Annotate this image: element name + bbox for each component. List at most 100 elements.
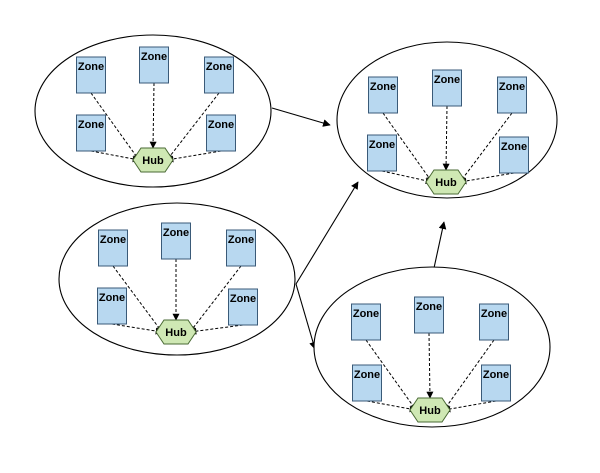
zone-node: Zone [97, 287, 127, 325]
zone-node: Zone [367, 134, 397, 172]
zone-box [76, 114, 106, 152]
cluster-connection-arrow [271, 107, 331, 127]
zone-label: Zone [78, 119, 104, 131]
hub-hexagon [155, 319, 197, 345]
hub-label: Hub [435, 177, 457, 189]
hub-label: Hub [419, 405, 441, 417]
zone-to-hub-arrow [443, 339, 495, 411]
zone-box [351, 303, 381, 341]
zone-label: Zone [100, 234, 126, 246]
zone-node: Zone [76, 56, 106, 94]
zone-node: Zone [161, 222, 191, 260]
zone-node: Zone [98, 229, 128, 267]
zone-label: Zone [416, 301, 442, 313]
zone-node: Zone [414, 296, 444, 334]
zone-box [414, 296, 444, 334]
zone-to-hub-arrow [443, 400, 497, 413]
zone-box [76, 56, 106, 94]
zone-label: Zone [228, 234, 254, 246]
zone-to-hub-arrow [426, 332, 434, 399]
zone-box [499, 136, 529, 174]
zone-box [432, 69, 462, 107]
zone-label: Zone [141, 51, 167, 63]
hub-hexagon [425, 169, 467, 195]
zone-label: Zone [78, 61, 104, 73]
zone-label: Zone [483, 369, 509, 381]
zone-label: Zone [369, 139, 395, 151]
zone-box [206, 114, 236, 152]
zone-node: Zone [206, 114, 236, 152]
cluster-connection-arrow [295, 283, 317, 350]
zone-node: Zone [368, 76, 398, 114]
zone-to-hub-arrow [189, 324, 244, 335]
zone-box [481, 364, 511, 402]
zone-box [98, 229, 128, 267]
hub-node: Hub [155, 319, 197, 345]
zone-label: Zone [208, 119, 234, 131]
zone-to-hub-arrow [166, 92, 220, 161]
zone-label: Zone [206, 61, 232, 73]
zone-box [228, 288, 258, 326]
hub-hexagon [409, 397, 451, 423]
zone-label: Zone [354, 369, 380, 381]
zone-to-hub-arrow [382, 112, 433, 183]
zone-to-hub-arrow [365, 339, 417, 411]
zone-box [161, 222, 191, 260]
zone-box [139, 46, 169, 84]
zone-label: Zone [501, 141, 527, 153]
hub-label: Hub [142, 155, 164, 167]
hub-node: Hub [132, 147, 174, 173]
zone-node: Zone [479, 303, 509, 341]
zone-to-hub-arrow [459, 172, 515, 185]
zone-label: Zone [353, 308, 379, 320]
zone-node: Zone [497, 76, 527, 114]
zone-label: Zone [481, 308, 507, 320]
zone-node: Zone [499, 136, 529, 174]
zone-node: Zone [204, 56, 234, 94]
zone-to-hub-arrow [90, 92, 140, 161]
zone-label: Zone [434, 74, 460, 86]
cluster-connection-arrow [433, 221, 447, 269]
zone-box [497, 76, 527, 114]
zone-node: Zone [432, 69, 462, 107]
cluster-connection-arrow [295, 181, 359, 285]
zone-box [352, 364, 382, 402]
zone-box [368, 76, 398, 114]
zone-label: Zone [99, 292, 125, 304]
zone-to-hub-arrow [90, 150, 140, 163]
zone-label: Zone [370, 81, 396, 93]
cluster-connections [271, 107, 447, 350]
zone-to-hub-arrow [111, 323, 163, 335]
zone-to-hub-arrow [459, 112, 513, 183]
zone-node: Zone [481, 364, 511, 402]
hub-hexagon [132, 147, 174, 173]
zone-node: Zone [76, 114, 106, 152]
zone-to-hub-arrow [166, 150, 222, 163]
zone-to-hub-arrow [112, 265, 163, 333]
zone-box [97, 287, 127, 325]
zone-to-hub-arrow [442, 105, 450, 171]
zone-node: Zone [228, 288, 258, 326]
zone-box [479, 303, 509, 341]
hub-node: Hub [409, 397, 451, 423]
zone-box [367, 134, 397, 172]
hub-node: Hub [425, 169, 467, 195]
zone-node: Zone [352, 364, 382, 402]
hub-label: Hub [165, 327, 187, 339]
zone-to-hub-arrow [189, 265, 242, 333]
zone-label: Zone [499, 81, 525, 93]
zone-node: Zone [139, 46, 169, 84]
zone-label: Zone [230, 293, 256, 305]
zone-label: Zone [163, 227, 189, 239]
zone-box [204, 56, 234, 94]
zone-to-hub-arrow [366, 400, 417, 413]
zone-to-hub-arrow [149, 82, 157, 149]
zone-node: Zone [351, 303, 381, 341]
